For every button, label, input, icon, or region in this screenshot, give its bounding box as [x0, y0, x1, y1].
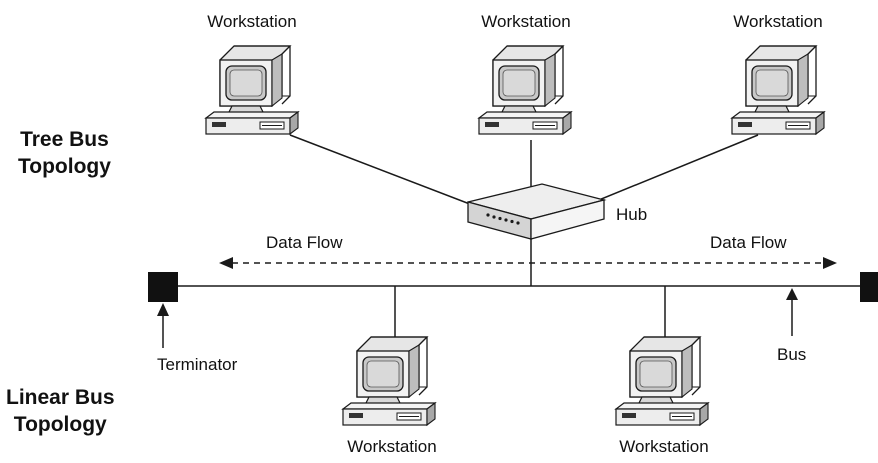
data-flow-left-label: Data Flow [266, 233, 343, 252]
tree-bus-topology-title: Tree Bus Topology [18, 126, 111, 180]
tree-bus-line1: Tree Bus [20, 128, 109, 151]
bus-label: Bus [777, 345, 807, 364]
arrow-right-icon [823, 257, 837, 269]
workstation-bottom-right-computer-icon [615, 336, 709, 426]
workstation-top-center-computer-icon [478, 45, 572, 135]
terminator-left-icon [148, 272, 178, 302]
workstation-bottom-left-computer-icon [342, 336, 436, 426]
link-top-right [571, 134, 759, 212]
arrow-up-icon [786, 288, 798, 300]
data-flow-right-label: Data Flow [710, 233, 787, 252]
workstation-top-left-label: Workstation [207, 12, 297, 31]
workstation-top-center-label: Workstation [481, 12, 571, 31]
linear-bus-topology-title: Linear Bus Topology [6, 384, 115, 438]
linear-bus-line2: Topology [13, 413, 107, 436]
workstation-top-left-computer-icon [205, 45, 299, 135]
terminator-label: Terminator [157, 355, 238, 374]
arrow-left-icon [219, 257, 233, 269]
linear-bus-line1: Linear Bus [6, 386, 115, 409]
tree-bus-line2: Topology [18, 155, 111, 178]
workstation-top-right-computer-icon [731, 45, 825, 135]
workstation-bottom-right-label: Workstation [619, 437, 709, 456]
hub-label: Hub [616, 205, 648, 224]
workstation-bottom-left-label: Workstation [347, 437, 437, 456]
terminator-right-icon [860, 272, 878, 302]
workstation-top-right-label: Workstation [733, 12, 823, 31]
arrow-up-icon [157, 303, 169, 316]
hub-icon [467, 183, 607, 240]
link-top-left [289, 134, 489, 212]
